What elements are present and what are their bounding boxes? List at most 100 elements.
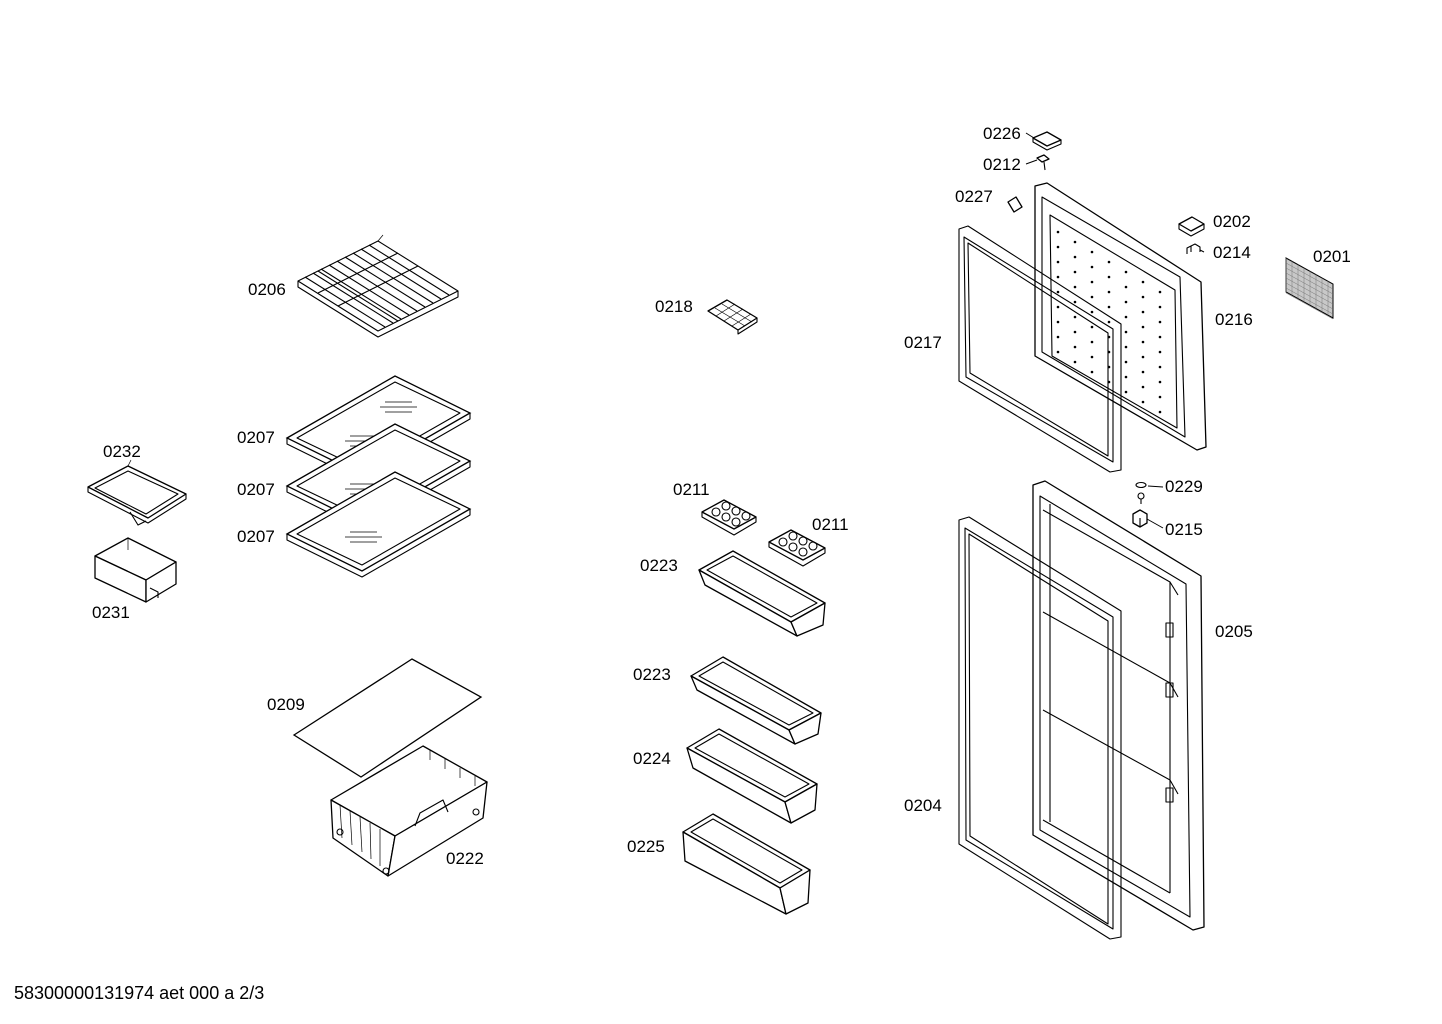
door-dot <box>1073 285 1077 289</box>
door-dot <box>1141 355 1145 359</box>
door-dot <box>1073 255 1077 259</box>
part-0224-door-bin <box>686 728 818 824</box>
door-dot <box>1158 305 1162 309</box>
door-dot <box>1107 290 1111 294</box>
label-0218: 0218 <box>655 297 693 316</box>
door-dot <box>1056 275 1060 279</box>
part-0211-egg-tray-right <box>768 529 826 567</box>
door-dot <box>1073 360 1077 364</box>
label-0229: 0229 <box>1165 477 1203 496</box>
door-dot <box>1073 270 1077 274</box>
label-0227: 0227 <box>955 187 993 206</box>
door-dot <box>1073 345 1077 349</box>
part-0209-crisper-cover <box>292 658 483 778</box>
door-dot <box>1158 365 1162 369</box>
plate-grid-line <box>1285 267 1334 295</box>
door-dot <box>1107 275 1111 279</box>
label-0223-upper: 0223 <box>640 556 678 575</box>
label-0211-left: 0211 <box>673 480 710 499</box>
part-0202-hinge-cover <box>1178 216 1205 237</box>
door-dot <box>1090 325 1094 329</box>
door-dot <box>1141 400 1145 404</box>
door-dot <box>1056 290 1060 294</box>
label-0224: 0224 <box>633 749 671 768</box>
leader-lines <box>1025 132 1205 529</box>
label-0214: 0214 <box>1213 243 1251 262</box>
door-dot <box>1141 310 1145 314</box>
door-dot <box>1056 320 1060 324</box>
label-0207-middle: 0207 <box>237 480 275 499</box>
door-dot <box>1124 315 1128 319</box>
part-0207-glass-shelf-bottom <box>285 471 472 578</box>
door-dot <box>1107 320 1111 324</box>
door-dot <box>1124 375 1128 379</box>
label-0223-middle: 0223 <box>633 665 671 684</box>
door-dot <box>1158 395 1162 399</box>
door-dot <box>1090 280 1094 284</box>
label-0215: 0215 <box>1165 520 1203 539</box>
door-dot <box>1124 330 1128 334</box>
plate-grid-line <box>1285 292 1334 320</box>
part-0205-fridge-door <box>1032 480 1205 931</box>
door-dot <box>1141 280 1145 284</box>
door-dot <box>1107 305 1111 309</box>
label-0211-right: 0211 <box>812 515 849 534</box>
door-dot <box>1056 245 1060 249</box>
part-0223-door-bin-upper <box>698 550 826 637</box>
door-dot <box>1141 385 1145 389</box>
door-dot <box>1056 305 1060 309</box>
part-0211-egg-tray-left <box>701 499 757 536</box>
label-0212: 0212 <box>983 155 1021 174</box>
door-dot <box>1158 320 1162 324</box>
door-dot <box>1073 240 1077 244</box>
label-0205: 0205 <box>1215 622 1253 641</box>
door-dot <box>1107 260 1111 264</box>
door-dot <box>1056 335 1060 339</box>
door-dot <box>1056 350 1060 354</box>
plate-grid-line <box>1285 277 1334 305</box>
plate-grid-line <box>1285 262 1334 290</box>
door-dot <box>1141 370 1145 374</box>
part-0229-screw <box>1135 481 1147 504</box>
door-dot <box>1090 310 1094 314</box>
door-dot <box>1056 230 1060 234</box>
label-0225: 0225 <box>627 837 665 856</box>
part-0216-freezer-door <box>1034 182 1207 451</box>
door-dot <box>1090 295 1094 299</box>
door-dot <box>1073 315 1077 319</box>
part-0201-label-plate <box>1285 257 1334 320</box>
door-dot <box>1158 380 1162 384</box>
door-dot <box>1073 330 1077 334</box>
door-dot <box>1124 345 1128 349</box>
label-0216: 0216 <box>1215 310 1253 329</box>
label-0231: 0231 <box>92 603 130 622</box>
door-dot <box>1124 360 1128 364</box>
label-0222: 0222 <box>446 849 484 868</box>
label-0206: 0206 <box>248 280 286 299</box>
part-0217-freezer-gasket <box>958 225 1122 473</box>
part-0214-hinge <box>1186 243 1201 254</box>
door-dot <box>1090 340 1094 344</box>
plate-grid-line <box>1285 282 1334 310</box>
door-dot <box>1124 270 1128 274</box>
plate-grid-line <box>1285 272 1334 300</box>
label-0209: 0209 <box>267 695 305 714</box>
part-0218-ice-tray <box>707 299 758 335</box>
part-0231-drawer-box <box>94 537 177 603</box>
door-dot <box>1090 355 1094 359</box>
door-dot <box>1124 285 1128 289</box>
part-0215-hinge-bracket <box>1132 509 1148 528</box>
door-dot <box>1158 290 1162 294</box>
part-0225-door-bin-bottle <box>682 813 811 915</box>
label-0207-bottom: 0207 <box>237 527 275 546</box>
door-dot <box>1090 250 1094 254</box>
part-0226-hinge-cover <box>1032 131 1062 151</box>
part-0222-crisper-drawer <box>330 745 488 877</box>
document-reference-footer: 58300000131974 aet 000 a 2/3 <box>14 983 265 1003</box>
door-dot <box>1141 340 1145 344</box>
part-0223-door-bin-middle <box>690 656 822 745</box>
label-0217: 0217 <box>904 333 942 352</box>
part-0232-drawer-lid <box>87 459 187 526</box>
door-dot <box>1141 325 1145 329</box>
